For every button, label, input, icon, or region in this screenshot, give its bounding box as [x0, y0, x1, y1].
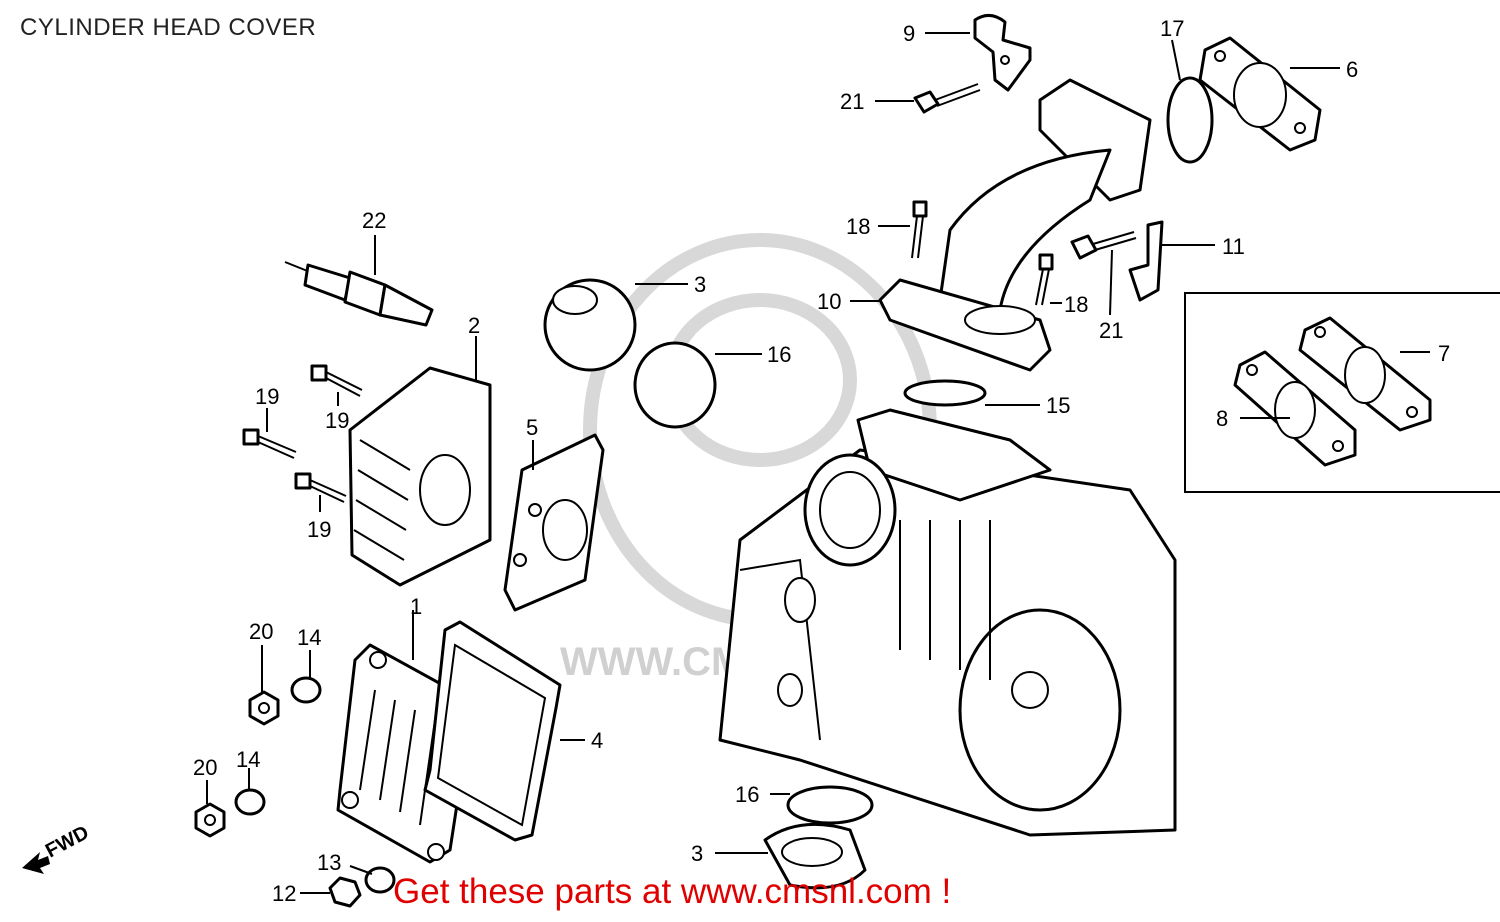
callout-9: 9 [903, 21, 915, 46]
part-8-gasket [1233, 350, 1357, 467]
callout-13: 13 [317, 850, 341, 875]
part-9-clamp [973, 14, 1032, 92]
part-5-gasket [503, 433, 605, 612]
callout-19: 19 [255, 384, 279, 409]
callout-19: 19 [307, 517, 331, 542]
callout-21: 21 [840, 89, 864, 114]
callout-16: 16 [767, 342, 791, 367]
callout-16: 16 [735, 782, 759, 807]
fwd-arrow-icon: FWD [22, 822, 93, 874]
callout-22: 22 [362, 208, 386, 233]
part-11-clip [1128, 220, 1164, 302]
part-21-bolt-right [1070, 231, 1137, 260]
part-14-washer-b [234, 788, 266, 816]
callout-17: 17 [1160, 16, 1184, 41]
callout-8: 8 [1216, 406, 1228, 431]
part-22-spark-plug [284, 261, 434, 327]
callout-3: 3 [691, 841, 703, 866]
part-13-washer [364, 866, 396, 894]
callout-14: 14 [297, 625, 321, 650]
part-12-cap-nut [328, 876, 362, 908]
callout-7: 7 [1438, 341, 1450, 366]
callout-20: 20 [193, 755, 217, 780]
callout-20: 20 [249, 619, 273, 644]
callout-12: 12 [272, 881, 296, 906]
leader-lines [206, 32, 1430, 894]
part-21-bolt-upper [913, 83, 981, 114]
part-16-o-ring-upper [633, 341, 717, 429]
part-3-cap-upper [543, 278, 637, 372]
cylinder-head [718, 408, 1177, 837]
part-17-o-ring [1166, 76, 1214, 164]
part-20-nut-a [248, 690, 280, 726]
fwd-label: FWD [42, 822, 93, 863]
callout-19: 19 [325, 408, 349, 433]
callout-6: 6 [1346, 57, 1358, 82]
part-15-gasket-ring [903, 379, 987, 407]
callout-labels: 9 21 17 6 18 11 22 3 10 18 21 2 16 7 19 … [193, 16, 1450, 906]
callout-18: 18 [846, 214, 870, 239]
part-19-bolt-c [294, 472, 347, 503]
callout-2: 2 [468, 313, 480, 338]
part-16-o-ring-lower [786, 785, 874, 825]
part-20-nut-b [194, 802, 226, 838]
callout-1: 1 [410, 594, 422, 619]
part-4-gasket [423, 620, 562, 842]
part-18-bolt-left [911, 200, 928, 259]
part-10-intake-pipe [878, 78, 1152, 372]
part-18-bolt-right [1035, 253, 1054, 306]
part-6-flange [1198, 36, 1322, 152]
part-3-cap-lower [763, 822, 867, 890]
callout-21: 21 [1099, 318, 1123, 343]
callout-5: 5 [526, 415, 538, 440]
page-title: CYLINDER HEAD COVER [20, 14, 317, 41]
part-14-washer-a [290, 676, 322, 704]
footer-cta-link[interactable]: Get these parts at www.cmsnl.com ! [393, 872, 952, 911]
callout-11: 11 [1222, 234, 1245, 259]
part-19-bolt-b [242, 428, 297, 459]
callout-18: 18 [1064, 292, 1088, 317]
part-2-side-cover [348, 366, 492, 587]
inset-box [1184, 292, 1500, 493]
callout-15: 15 [1046, 393, 1070, 418]
part-7-insulator [1298, 316, 1432, 432]
part-19-bolt-a [310, 364, 363, 397]
callout-4: 4 [591, 728, 603, 753]
callout-10: 10 [817, 289, 841, 314]
callout-3: 3 [694, 272, 706, 297]
callout-14: 14 [236, 747, 260, 772]
